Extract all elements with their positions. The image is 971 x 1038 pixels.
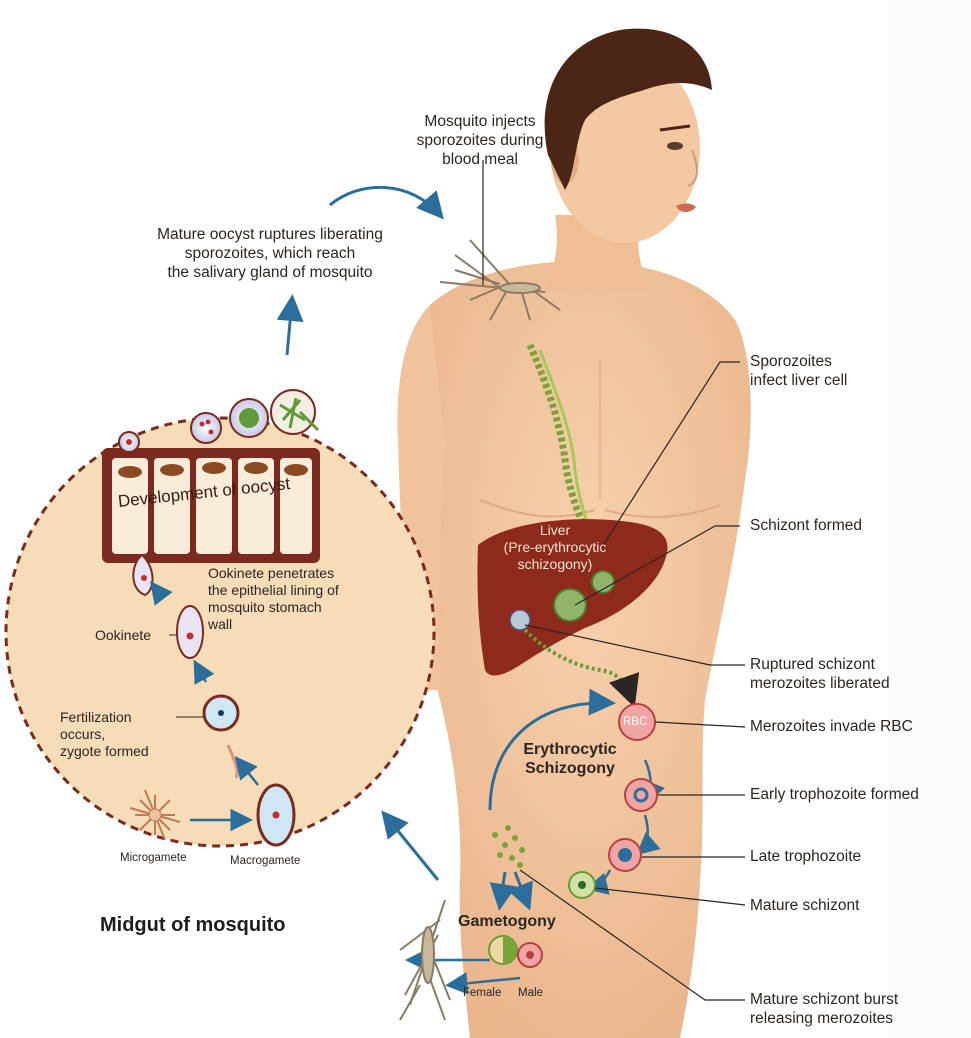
label-microgamete: Microgamete — [120, 852, 186, 865]
label-ookinete: Ookinete — [95, 627, 151, 644]
arrow-from-circle — [287, 300, 292, 355]
arrow-to-circle — [385, 815, 438, 880]
label-late-trophozoite: Late trophozoite — [750, 847, 861, 866]
eye — [667, 142, 683, 150]
arrow-to-mosquito-bite — [330, 187, 440, 215]
page-margin — [888, 0, 971, 1038]
label-male: Male — [518, 987, 543, 1000]
label-macrogamete: Macrogamete — [230, 855, 300, 868]
label-gametogony: Gametogony — [458, 912, 556, 931]
label-rbc: RBC — [623, 716, 647, 729]
label-schizont-formed: Schizont formed — [750, 516, 862, 535]
label-midgut-title: Midgut of mosquito — [100, 913, 286, 937]
label-female: Female — [463, 987, 501, 1000]
label-merozoites-invade: Merozoites invade RBC — [750, 717, 913, 736]
label-mature-schizont: Mature schizont — [750, 896, 859, 915]
label-early-trophozoite: Early trophozoite formed — [750, 785, 919, 804]
